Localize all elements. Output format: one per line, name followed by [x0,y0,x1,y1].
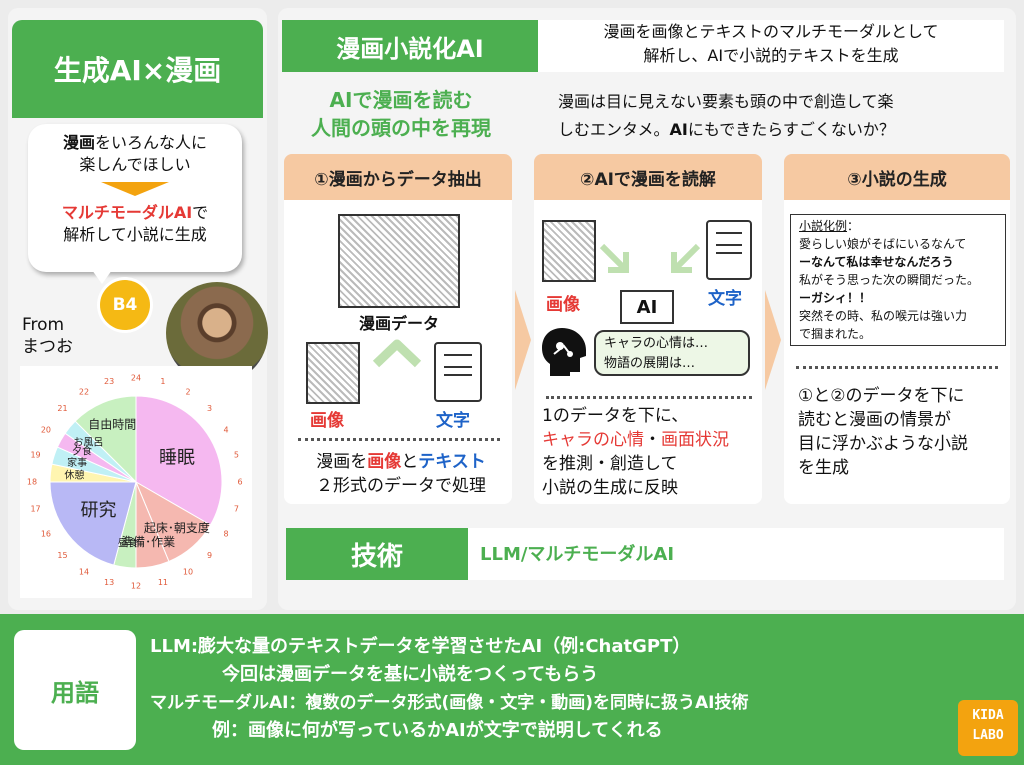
bubble-line-4: 解析して小説に生成 [63,225,207,244]
text-document-icon [434,342,482,402]
arrow-down-left-icon [671,243,701,273]
image-label: 画像 [546,295,580,315]
bubble-line-1: 漫画をいろんな人に [62,133,208,152]
glossary-line-2: 今回は漫画データを基に小説をつくってもらう [222,664,599,685]
text-document-icon [706,220,752,280]
manga-page-icon [338,214,460,308]
manga-data-label: 漫画データ [358,314,439,333]
glossary-line-4: 例：画像に何が写っているかAIが文字で説明してくれる [212,720,663,741]
manga-image-icon [542,220,596,282]
clock-segment-label: 休憩 [64,469,84,482]
step3-description: ①と②のデータを下に 読むと漫画の情景が 目に浮かぶような小説 を生成 [798,386,968,478]
kida-labo-logo: KIDA LABO [958,700,1018,756]
step3-header: ③小説の生成 [784,154,1010,200]
clock-segment-label: お風呂 [73,436,103,448]
clock-hour-label: 1 [160,377,165,386]
from-label: From まつお [22,315,73,357]
chevron-right-icon [515,290,531,390]
clock-hour-label: 4 [224,426,229,435]
glossary-label: 用語 [14,630,136,750]
clock-segment [49,481,137,566]
chevron-right-icon [765,290,781,390]
bubble-line-3: マルチモーダルAIで [61,203,209,222]
text-label: 文字 [708,289,742,309]
merge-arrows-icon [372,339,422,368]
manga-image-icon [306,342,360,404]
clock-segment-label: 家事 [67,456,87,469]
tech-value: LLM/マルチモーダルAI [480,544,675,565]
clock-hour-label: 18 [27,478,37,487]
clock-hour-label: 17 [30,504,40,513]
glossary-line-3: マルチモーダルAI：複数のデータ形式(画像・文字・動画)を同時に扱うAI技術 [150,693,749,713]
arrow-down-right-icon [599,243,629,273]
grade-badge: B4 [100,280,150,330]
left-title: 生成AI×漫画 [12,20,263,118]
clock-hour-label: 21 [57,404,67,413]
text-label: 文字 [436,411,470,431]
clock-hour-label: 5 [234,451,239,460]
clock-hour-label: 11 [158,578,168,587]
clock-segment-label: 夕食 [72,445,92,458]
clock-hour-label: 22 [79,387,89,396]
ai-thought-bubble: キャラの心情は… 物語の展開は… [594,330,750,376]
clock-hour-label: 23 [104,377,114,386]
clock-segment-label: 準備･作業 [121,534,175,549]
clock-hour-label: 13 [104,578,114,587]
clock-hour-label: 20 [41,426,51,435]
intro-text: 漫画は目に見えない要素も頭の中で創造して楽 しむエンタメ。AIにもできたらすごく… [558,92,895,139]
tech-value-box [468,528,1004,580]
clock-segment-label: 自由時間 [88,417,136,431]
ai-head-icon [542,328,586,376]
clock-hour-label: 7 [234,504,239,513]
clock-segment [74,395,137,484]
main-desc-box [538,20,1004,72]
bubble-line-2: 楽しんでほしい [79,155,191,174]
clock-hour-label: 2 [185,387,190,396]
image-label: 画像 [310,411,344,431]
clock-hour-label: 12 [131,582,141,591]
down-arrow-icon [101,182,169,196]
clock-segment-label: 睡眠 [159,447,195,468]
clock-hour-label: 9 [207,551,212,560]
clock-hour-label: 10 [183,568,193,577]
tech-label: 技術 [286,528,468,580]
author-name: まつお [22,337,73,357]
clock-hour-label: 24 [131,374,141,383]
clock-segment-label: 起床･朝支度 [144,520,210,535]
step2-header: ②AIで漫画を読解 [534,154,762,200]
clock-hour-label: 14 [79,568,89,577]
clock-hour-label: 15 [57,551,67,560]
clock-segment [64,420,137,483]
divider [796,366,998,369]
speech-bubble: 漫画をいろんな人に 楽しんでほしい マルチモーダルAIで 解析して小説に生成 [28,124,242,272]
clock-segment-label: 研究 [80,500,116,521]
ai-box: AI [620,290,674,324]
glossary-bar [0,614,1024,765]
clock-hour-label: 6 [237,478,242,487]
step1-description: 漫画を画像とテキスト ２形式のデータで処理 [316,452,486,496]
clock-segment [135,395,223,526]
clock-hour-label: 8 [224,530,229,539]
step1-header: ①漫画からデータ抽出 [284,154,512,200]
novel-example-box: 小説化例： 愛らしい娘がそばにいるなんて ーなんて私は幸せなんだろう 私がそう思… [790,214,1006,346]
glossary-line-1: LLM:膨大な量のテキストデータを学習させたAI（例:ChatGPT） [150,636,691,657]
main-description: 漫画を画像とテキストのマルチモーダルとして 解析し、AIで小説的テキストを生成 [603,22,939,65]
step2-description: 1のデータを下に、 キャラの心情・画面状況 を推測・創造して 小説の生成に反映 [542,406,729,498]
divider [298,438,500,441]
step3-card [784,200,1010,504]
clock-hour-label: 19 [30,451,40,460]
clock-hour-label: 3 [207,404,212,413]
clock-segment-label: 昼食 [118,536,138,549]
clock-hour-label: 16 [41,530,51,539]
subtitle: AIで漫画を読む 人間の頭の中を再現 [311,88,491,140]
divider [546,396,752,399]
bubble-tail [92,270,112,284]
main-title: 漫画小説化AI [282,20,538,72]
